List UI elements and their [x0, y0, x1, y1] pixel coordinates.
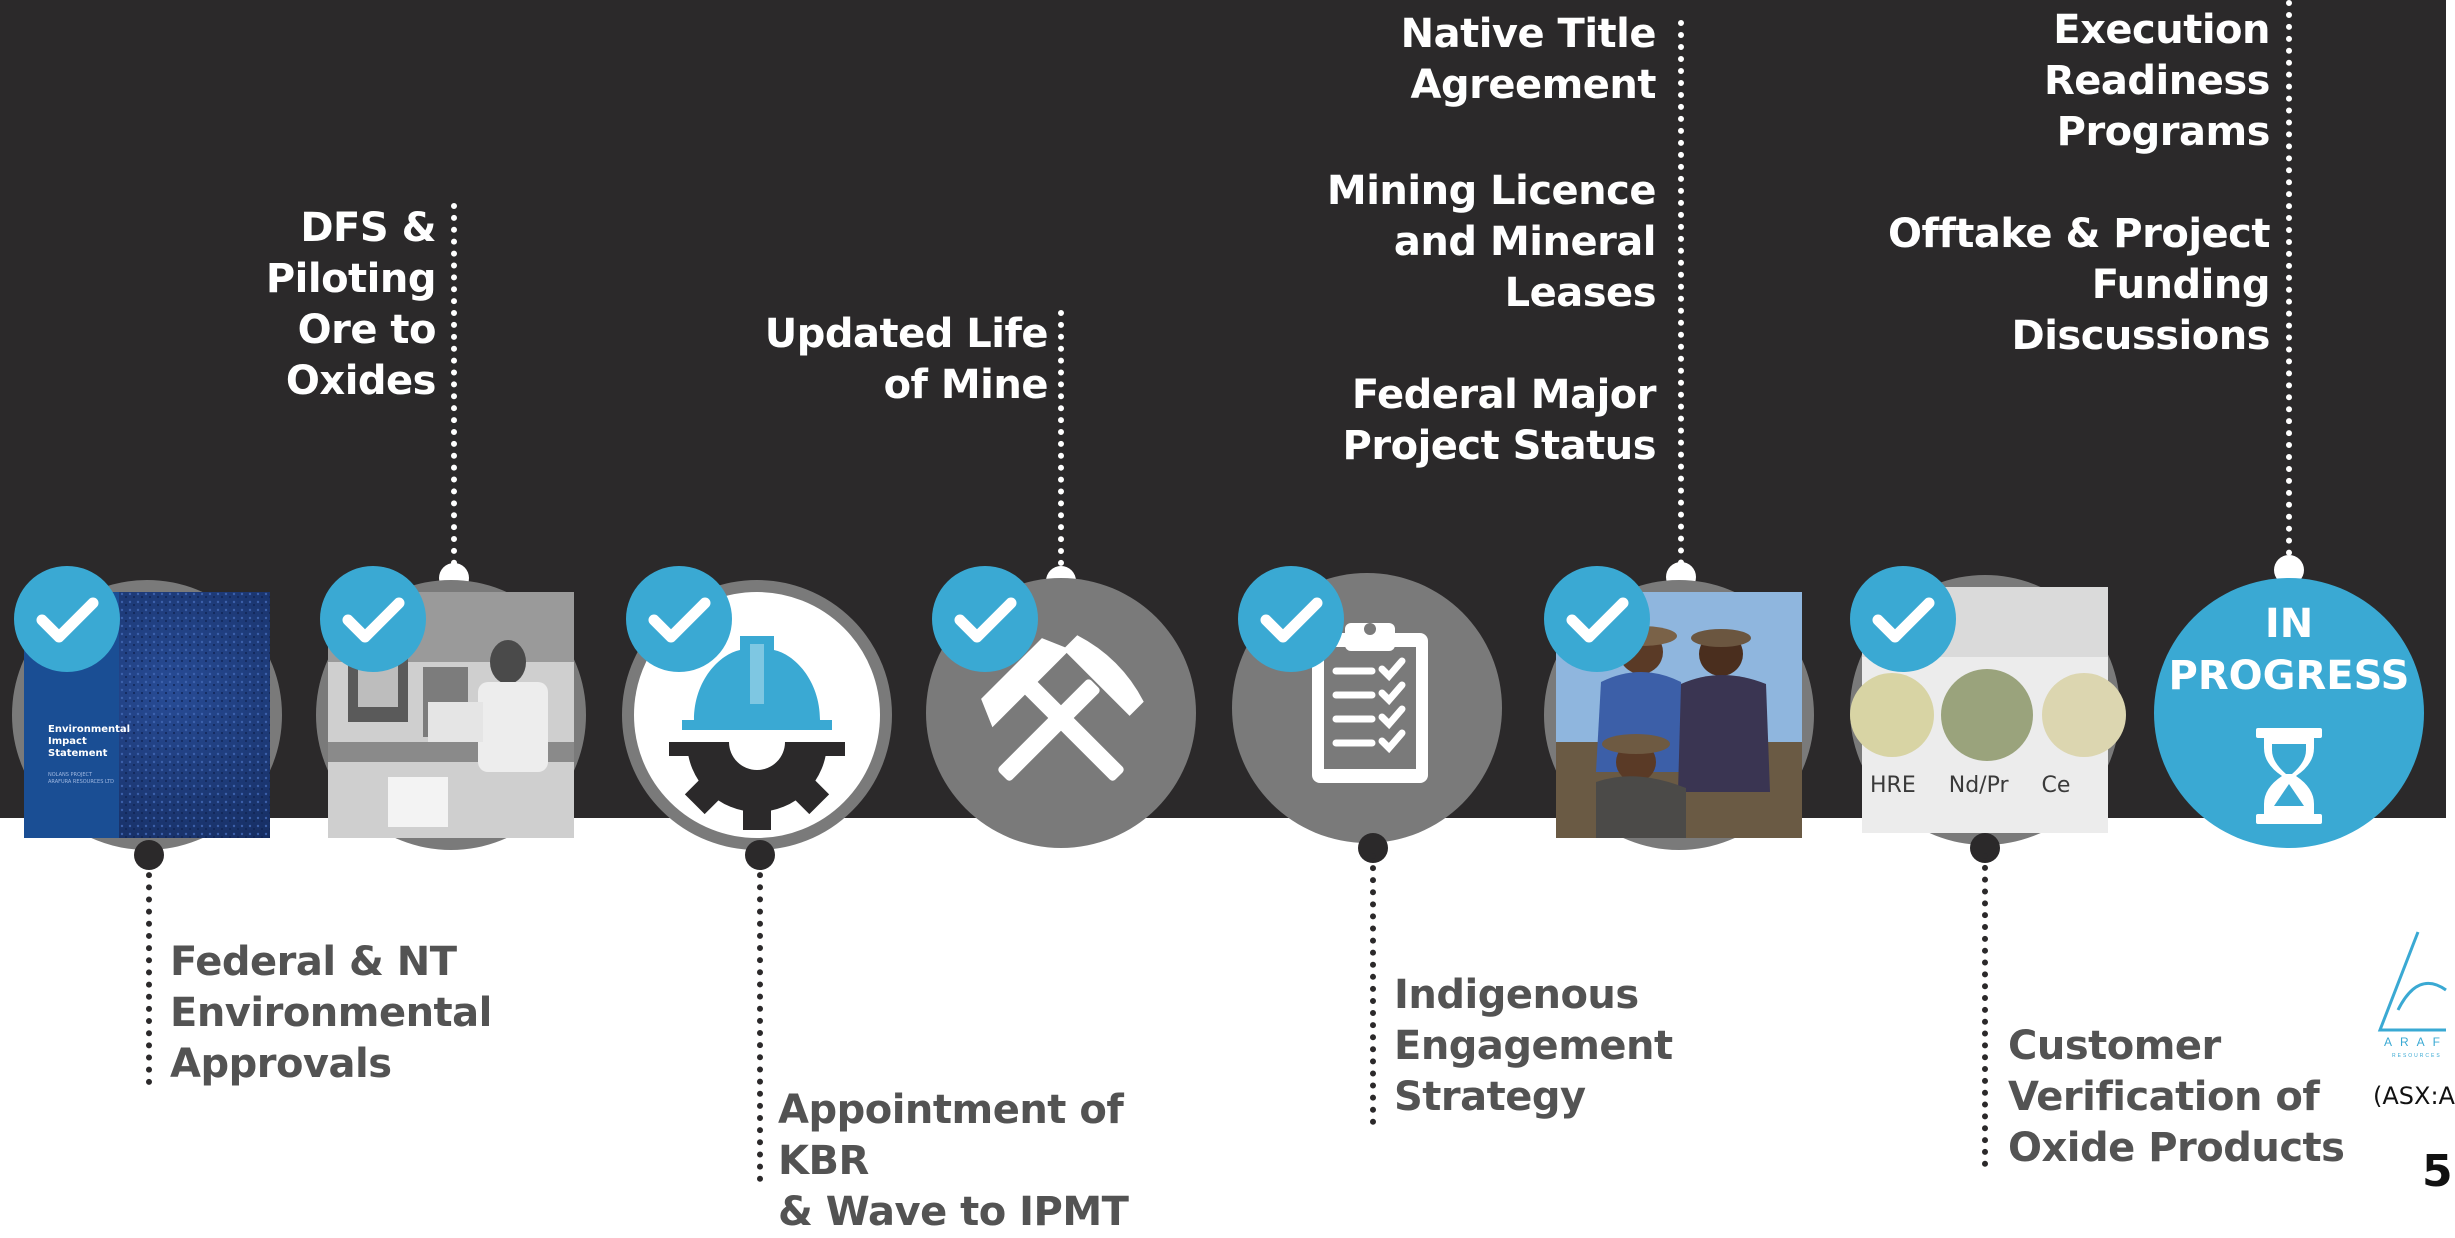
- label-line: Offtake & Project: [1887, 211, 2271, 257]
- completed-check-icon: [14, 566, 120, 672]
- eis-cover-subline: NOLANS PROJECT: [48, 772, 93, 778]
- label-line: Oxides: [285, 358, 437, 404]
- label-line: Ore to: [297, 307, 437, 353]
- label-line: and Mineral: [1393, 219, 1657, 265]
- milestone-label-mining-licence: Mining Licence and Mineral Leases: [1300, 166, 1657, 319]
- eis-cover-subline: ARAFURA RESOURCES LTD: [48, 779, 114, 785]
- sample-label-ndpr: Nd/Pr: [1948, 773, 2009, 798]
- logo-wordmark: ARAF: [2384, 1035, 2448, 1049]
- in-progress-line: PROGRESS: [2168, 653, 2410, 699]
- completed-check-icon: [320, 566, 426, 672]
- label-line: Indigenous: [1394, 972, 1639, 1018]
- milestone-label-indigenous: Indigenous Engagement Strategy: [1394, 970, 1724, 1123]
- eis-cover-line: Statement: [48, 748, 108, 759]
- in-progress-line: IN: [2264, 601, 2314, 647]
- label-line: Federal & NT: [170, 939, 457, 985]
- completed-check-icon: [1850, 566, 1956, 672]
- milestone-label-federal-major: Federal Major Project Status: [1300, 370, 1657, 472]
- sample-label-ce: Ce: [2041, 773, 2071, 798]
- label-line: Updated Life: [764, 311, 1049, 357]
- label-line: Customer: [2008, 1023, 2221, 1069]
- hourglass-icon: [2256, 728, 2322, 824]
- connector-indigenous: [1370, 853, 1376, 1125]
- label-line: Verification of: [2008, 1074, 2320, 1120]
- completed-check-icon: [626, 566, 732, 672]
- milestone-label-offtake: Offtake & Project Funding Discussions: [1870, 209, 2271, 362]
- milestone-label-dfs: DFS & Piloting Ore to Oxides: [230, 203, 437, 407]
- label-line: Approvals: [170, 1041, 392, 1087]
- arafura-logo: ARAF RESOURCES: [2377, 931, 2448, 1059]
- asx-ticker: (ASX:A: [2373, 1082, 2455, 1110]
- in-progress-label: IN PROGRESS: [2154, 598, 2424, 702]
- eis-cover-subtitle: NOLANS PROJECT ARAFURA RESOURCES LTD: [48, 772, 114, 786]
- label-line: Engagement: [1394, 1023, 1673, 1069]
- completed-check-icon: [932, 566, 1038, 672]
- label-line: Appointment of KBR: [778, 1087, 1124, 1184]
- eis-cover-title: Environmental Impact Statement: [48, 724, 130, 760]
- milestone-label-native-title: Native Title Agreement: [1300, 9, 1657, 111]
- page-number: 5: [2422, 1146, 2453, 1197]
- connector-env: [146, 860, 152, 1085]
- oxide-sample-labels: HRE Nd/Pr Ce: [1870, 773, 2110, 798]
- label-line: Execution: [2053, 7, 2270, 53]
- eis-cover-line: Impact: [48, 736, 87, 747]
- connector-approvals-cluster: [1678, 20, 1684, 578]
- connector-execution-cluster: [2286, 0, 2292, 568]
- connector-kbr: [757, 860, 763, 1182]
- completed-check-icon: [1238, 566, 1344, 672]
- label-line: Funding: [2091, 262, 2271, 308]
- sample-label-hre: HRE: [1870, 773, 1916, 798]
- milestone-label-execution: Execution Readiness Programs: [1900, 5, 2271, 158]
- completed-check-icon: [1544, 566, 1650, 672]
- label-line: Strategy: [1394, 1074, 1586, 1120]
- label-line: Oxide Products: [2008, 1125, 2345, 1171]
- label-line: of Mine: [883, 362, 1049, 408]
- milestone-label-updated-lom: Updated Life of Mine: [760, 309, 1049, 411]
- label-line: Leases: [1504, 270, 1657, 316]
- label-line: Discussions: [2011, 313, 2270, 359]
- label-line: DFS &: [300, 205, 436, 251]
- label-line: Native Title: [1400, 11, 1657, 57]
- in-progress-status: IN PROGRESS: [2154, 578, 2424, 848]
- connector-customer: [1982, 853, 1988, 1167]
- label-line: Programs: [2056, 109, 2271, 155]
- label-line: Readiness: [2044, 58, 2271, 104]
- label-line: Piloting: [265, 256, 437, 302]
- connector-dfs: [451, 203, 457, 578]
- connector-lom: [1058, 310, 1064, 578]
- milestone-label-kbr: Appointment of KBR & Wave to IPMT: [778, 1085, 1208, 1238]
- label-line: Agreement: [1410, 62, 1657, 108]
- label-line: Environmental: [170, 990, 492, 1036]
- milestone-label-customer: Customer Verification of Oxide Products: [2008, 1021, 2368, 1174]
- label-line: Mining Licence: [1326, 168, 1657, 214]
- logo-subtext: RESOURCES: [2392, 1053, 2442, 1059]
- eis-cover-line: Environmental: [48, 724, 131, 735]
- label-line: Federal Major: [1351, 372, 1657, 418]
- milestone-label-environmental: Federal & NT Environmental Approvals: [170, 937, 530, 1090]
- label-line: & Wave to IPMT: [778, 1189, 1129, 1235]
- label-line: Project Status: [1342, 423, 1657, 469]
